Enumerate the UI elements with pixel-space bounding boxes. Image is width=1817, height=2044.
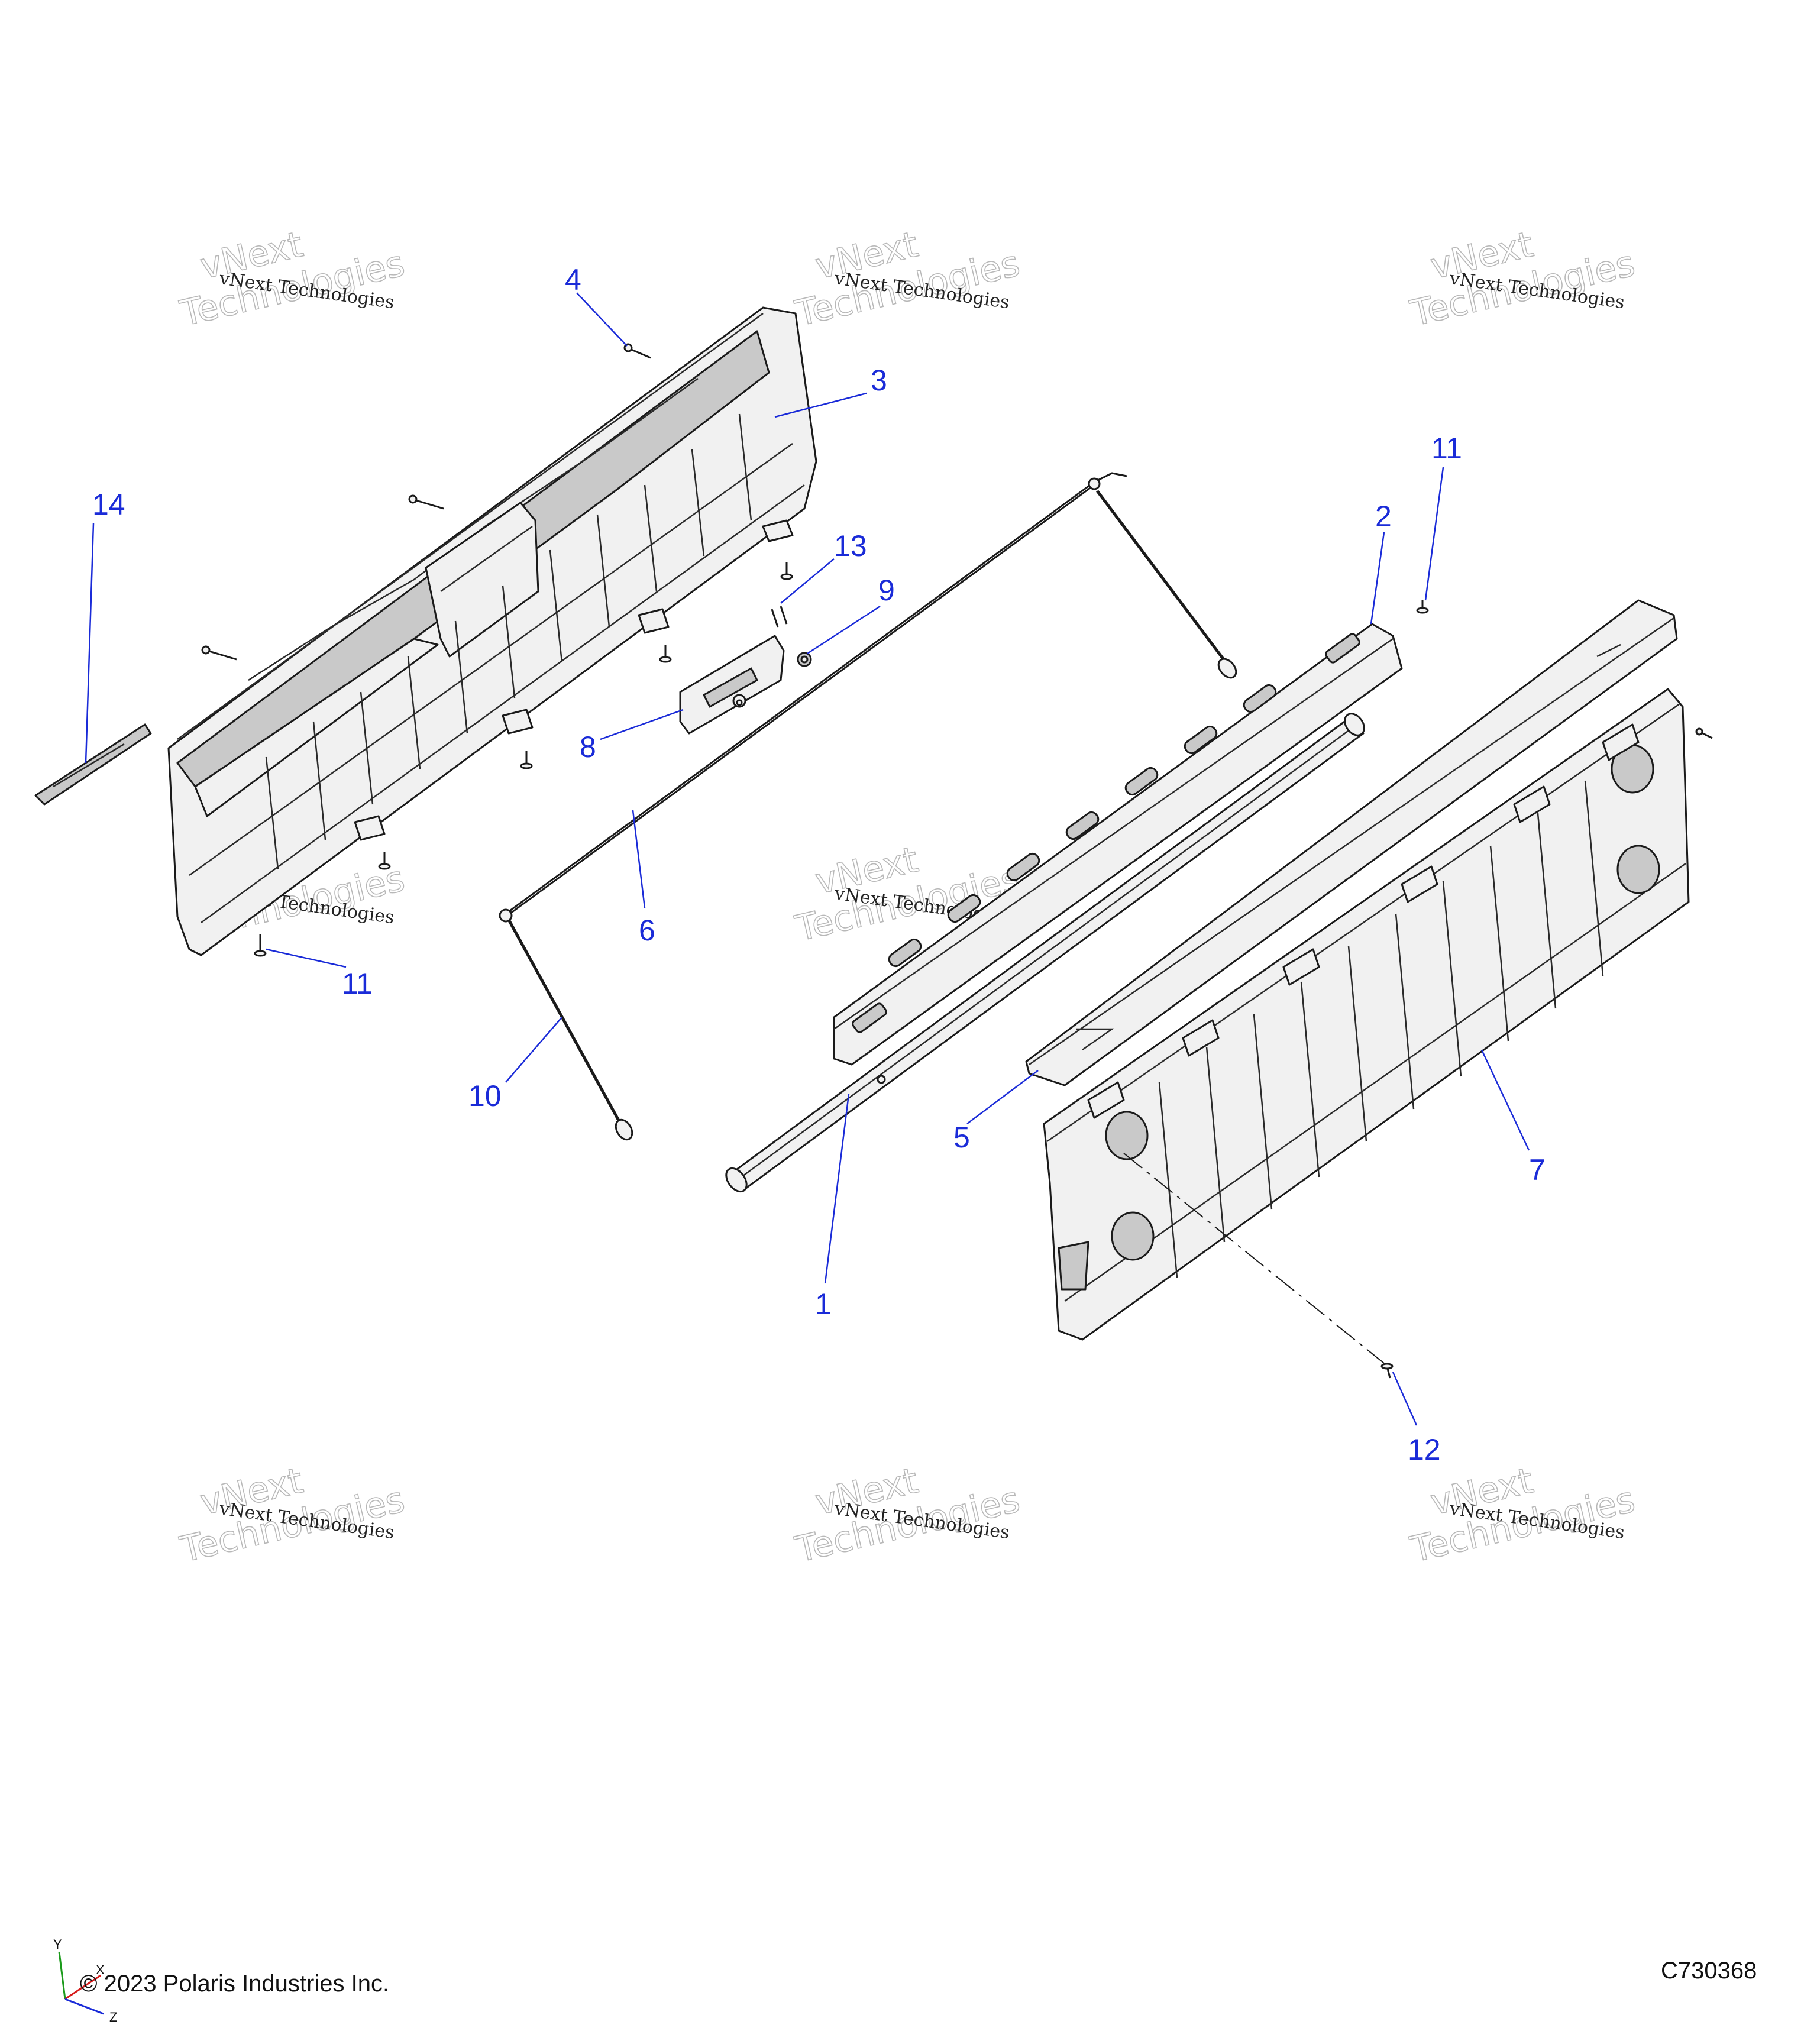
slot-holes	[852, 633, 1360, 1033]
centerline	[1123, 1153, 1385, 1364]
callout-3: 3	[871, 364, 887, 397]
callout-6: 6	[639, 914, 655, 947]
outer-tailgate-panel	[1043, 688, 1690, 1341]
top-rail	[1025, 599, 1678, 1086]
axis-z-label: Z	[109, 2010, 117, 2024]
callout-10: 10	[468, 1079, 502, 1112]
latch-assembly	[679, 635, 785, 735]
copyright-notice: © 2023 Polaris Industries Inc.	[80, 1971, 390, 1997]
callout-12: 12	[1408, 1433, 1441, 1466]
fastener-bolts	[201, 343, 1713, 1379]
callout-labels: 4 3 14 13 9 8 11 2 6 11 10 1 5 7 12	[92, 263, 1546, 1466]
axis-triad: Y X Z	[53, 1937, 117, 2024]
callout-2: 2	[1375, 500, 1392, 533]
callout-11-bottom: 11	[342, 967, 373, 1000]
inner-tailgate-panel	[167, 306, 817, 956]
callout-4: 4	[565, 263, 581, 296]
spring-pin	[771, 606, 788, 628]
callout-7: 7	[1529, 1153, 1546, 1186]
callout-14: 14	[92, 488, 125, 521]
leader-lines	[85, 292, 1530, 1426]
emblem-badge	[34, 723, 152, 806]
torsion-tube	[725, 713, 1365, 1193]
callout-5: 5	[953, 1121, 970, 1154]
axis-y-label: Y	[53, 1937, 62, 1952]
callout-11-top: 11	[1431, 432, 1462, 465]
callout-9: 9	[878, 574, 895, 607]
tailgate-top-cap	[833, 623, 1403, 1066]
callout-1: 1	[815, 1288, 832, 1321]
support-cable	[507, 490, 1237, 1141]
callout-8: 8	[580, 730, 596, 764]
latch-rod	[499, 472, 1127, 923]
callout-13: 13	[834, 529, 867, 562]
nut	[797, 652, 812, 667]
axis-x-label: X	[96, 1962, 105, 1977]
drawing-number: C730368	[1661, 1958, 1757, 1984]
